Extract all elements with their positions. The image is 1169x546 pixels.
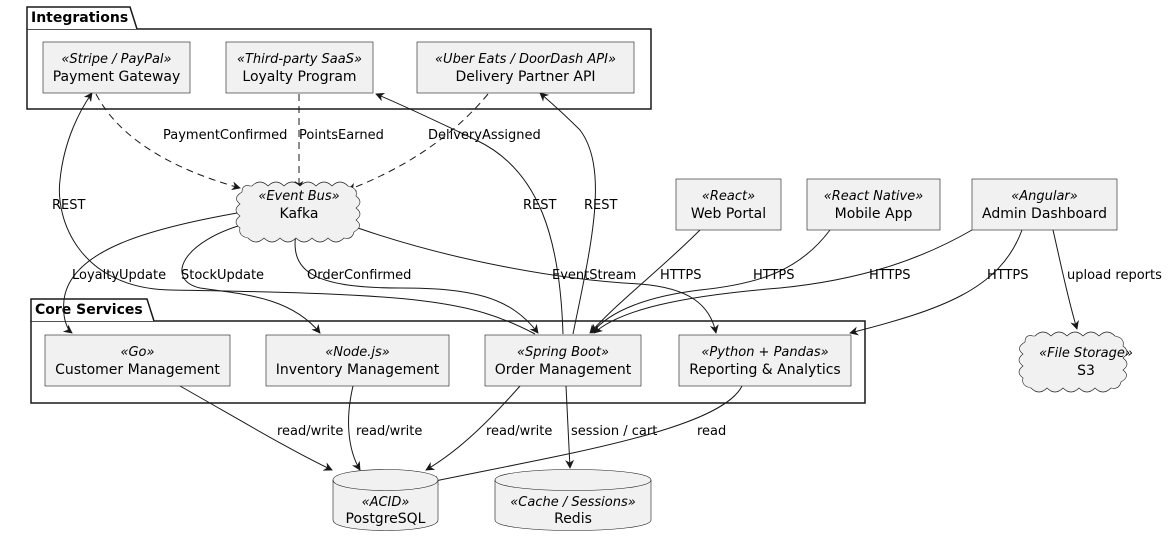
edge-admin-order (593, 229, 973, 334)
package-title: Core Services (35, 302, 143, 318)
edge-label: read/write (486, 424, 552, 439)
node-payment-gateway: «Stripe / PayPal» Payment Gateway (42, 41, 191, 94)
node-stereotype: «Python + Pandas» (701, 345, 828, 360)
edge-payment-kafka (95, 93, 241, 191)
node-label: Delivery Partner API (455, 69, 595, 85)
node-reporting-analytics: «Python + Pandas» Reporting & Analytics (678, 334, 852, 387)
node-delivery-partner-api: «Uber Eats / DoorDash API» Delivery Part… (416, 41, 635, 94)
node-label: PostgreSQL (346, 511, 426, 527)
edge-label: upload reports (1067, 268, 1162, 283)
edge-mobile-order (591, 229, 831, 334)
node-label: Customer Management (55, 362, 220, 378)
edge-admin-reporting (849, 229, 1023, 336)
node-customer-management: «Go» Customer Management (44, 334, 231, 387)
node-stereotype: «Spring Boot» (517, 345, 609, 360)
package-title: Integrations (31, 10, 128, 26)
edge-label: EventStream (552, 268, 636, 283)
node-stereotype: «Node.js» (325, 345, 390, 360)
node-s3: «File Storage» S3 (1018, 331, 1133, 393)
edge-customer-postgres (179, 385, 333, 471)
edge-label: HTTPS (660, 268, 702, 283)
edge-web-order (589, 229, 701, 334)
edge-kafka-reporting (357, 227, 719, 334)
node-web-portal: «React» Web Portal (675, 178, 782, 231)
node-stereotype: «Third-party SaaS» (237, 52, 362, 67)
node-label: S3 (1077, 363, 1095, 379)
edge-order-redis (565, 385, 575, 469)
edge-order-delivery (539, 92, 596, 335)
edge-label: DeliveryAssigned (428, 128, 541, 143)
edges (58, 92, 1079, 485)
edge-label: HTTPS (753, 268, 795, 283)
edge-labels: PaymentConfirmed PointsEarned DeliveryAs… (52, 128, 1162, 439)
node-stereotype: «Event Bus» (258, 189, 339, 204)
node-label: Payment Gateway (53, 69, 181, 85)
node-label: Kafka (280, 206, 319, 222)
node-stereotype: «Stripe / PayPal» (61, 52, 171, 67)
node-label: Order Management (495, 362, 632, 378)
edge-kafka-customer (62, 211, 244, 334)
node-redis: «Cache / Sessions» Redis (494, 469, 652, 531)
node-label: Redis (554, 511, 592, 527)
edge-inventory-postgres (348, 385, 361, 471)
edge-label: REST (584, 198, 617, 213)
node-label: Loyalty Program (242, 69, 356, 85)
edge-label: read/write (356, 424, 422, 439)
edge-admin-s3 (1052, 229, 1079, 330)
edge-label: read/write (277, 424, 343, 439)
edge-order-payment (58, 92, 536, 335)
node-order-management: «Spring Boot» Order Management (484, 334, 642, 387)
edge-order-postgres (425, 385, 521, 471)
node-stereotype: «ACID» (362, 495, 410, 510)
node-label: Web Portal (691, 206, 766, 222)
edge-label: OrderConfirmed (307, 268, 411, 283)
node-label: Inventory Management (276, 362, 440, 378)
edge-label: StockUpdate (181, 268, 264, 283)
node-mobile-app: «React Native» Mobile App (806, 178, 941, 231)
node-stereotype: «React» (702, 189, 755, 204)
edge-label: HTTPS (869, 268, 911, 283)
edge-kafka-order (294, 231, 539, 334)
node-stereotype: «Cache / Sessions» (510, 495, 636, 510)
edge-kafka-inventory (181, 221, 321, 334)
edge-label: session / cart (571, 424, 657, 439)
node-stereotype: «Go» (120, 345, 154, 360)
node-stereotype: «React Native» (824, 189, 924, 204)
edge-order-loyalty (375, 92, 564, 335)
edge-delivery-kafka (347, 93, 489, 192)
node-loyalty-program: «Third-party SaaS» Loyalty Program (225, 41, 374, 94)
node-label: Reporting & Analytics (689, 362, 840, 378)
edge-label: REST (52, 198, 85, 213)
node-kafka: «Event Bus» Kafka (235, 181, 361, 243)
node-stereotype: «Uber Eats / DoorDash API» (435, 52, 616, 67)
node-label: Mobile App (835, 206, 913, 222)
edge-label: HTTPS (987, 268, 1029, 283)
edge-label: read (697, 424, 726, 439)
edge-label: PointsEarned (299, 128, 384, 143)
node-stereotype: «File Storage» (1039, 346, 1133, 361)
edge-label: REST (523, 198, 556, 213)
edge-reporting-postgres (429, 385, 743, 485)
edge-label: PaymentConfirmed (163, 128, 287, 143)
edge-label: LoyaltyUpdate (72, 268, 166, 283)
node-stereotype: «Angular» (1011, 189, 1078, 204)
node-postgresql: «ACID» PostgreSQL (332, 469, 439, 531)
node-admin-dashboard: «Angular» Admin Dashboard (971, 178, 1118, 231)
node-label: Admin Dashboard (982, 206, 1107, 222)
node-inventory-management: «Node.js» Inventory Management (265, 334, 450, 387)
